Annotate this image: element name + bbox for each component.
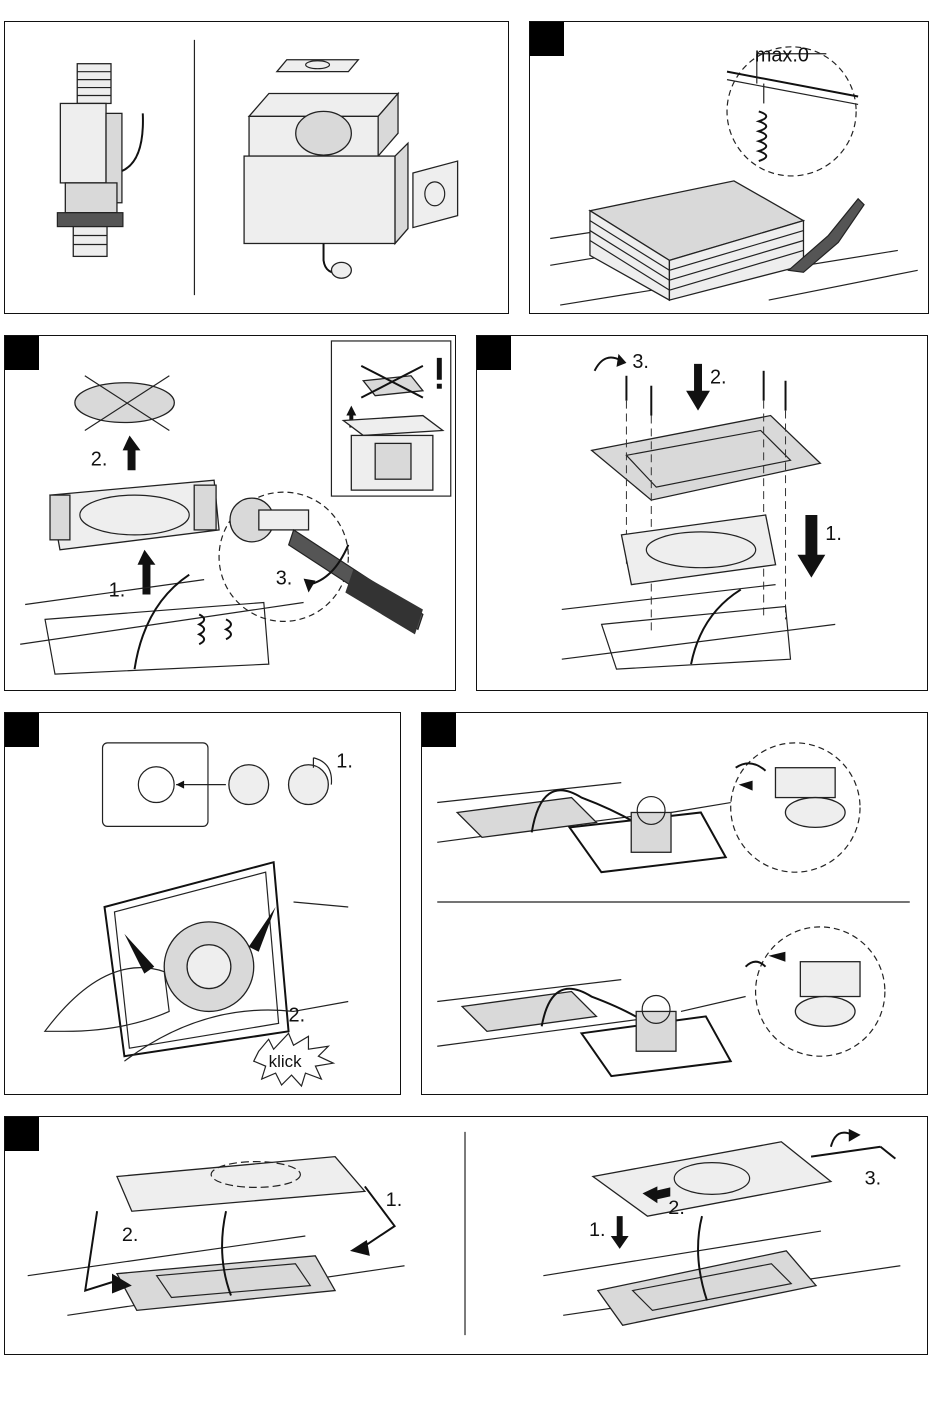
rotate-arrow-icon bbox=[849, 1129, 861, 1142]
rotate-arrow-icon bbox=[304, 579, 316, 593]
max-label: max.0 bbox=[755, 45, 809, 67]
step-2-label: 2. bbox=[710, 367, 727, 389]
step-2-label: 2. bbox=[668, 1197, 685, 1219]
left-install: 2. 1. bbox=[28, 1157, 405, 1316]
panel-mount-frame: 3. 2. 1. bbox=[476, 335, 928, 691]
warning-inset bbox=[331, 341, 450, 496]
step-2-label: 2. bbox=[122, 1224, 139, 1246]
overview-illustration bbox=[5, 22, 508, 313]
step-1-label: 1. bbox=[589, 1219, 606, 1241]
seal-trim-illustration: max.0 bbox=[530, 22, 928, 313]
step-3-label: 3. bbox=[632, 351, 649, 373]
cistern-drawing bbox=[244, 60, 458, 278]
step-1-label: 1. bbox=[386, 1189, 403, 1211]
arrow-icon bbox=[739, 781, 753, 791]
klick-label: klick bbox=[269, 1052, 302, 1071]
panel-plate-install: 2. 1. 1. 2. 3. bbox=[4, 1116, 928, 1355]
plastic-frame-drawing bbox=[621, 515, 775, 585]
step-3-label: 3. bbox=[276, 568, 293, 590]
remove-cover-illustration: 2. 1. 3. bbox=[5, 336, 455, 690]
cable-connect-illustration bbox=[422, 713, 927, 1094]
panel-overview bbox=[4, 21, 509, 314]
lower-diagram bbox=[437, 927, 885, 1076]
panel-actuator-click: 1. 2. klick bbox=[4, 712, 401, 1095]
down-arrow-icon bbox=[797, 515, 825, 578]
mount-frame-illustration: 3. 2. 1. bbox=[477, 336, 927, 690]
arrow-icon bbox=[769, 952, 786, 962]
plate-install-illustration: 2. 1. 1. 2. 3. bbox=[5, 1117, 927, 1354]
up-arrow-icon bbox=[123, 435, 141, 470]
frame-drawing bbox=[50, 480, 219, 550]
panel-cable-connect bbox=[421, 712, 928, 1095]
step-3-label: 3. bbox=[865, 1167, 882, 1189]
exclamation-icon bbox=[437, 358, 442, 380]
panel-seal-trim: max.0 bbox=[529, 21, 929, 314]
step-1-label: 1. bbox=[336, 751, 353, 773]
step-1-label: 1. bbox=[825, 523, 842, 545]
down-arrow-icon bbox=[611, 1216, 629, 1249]
panel-remove-cover: 2. 1. 3. bbox=[4, 335, 456, 691]
upper-diagram bbox=[437, 743, 860, 872]
flush-valve-drawing bbox=[57, 64, 143, 257]
step-2-label: 2. bbox=[91, 448, 108, 470]
right-install: 1. 2. 3. bbox=[543, 1129, 900, 1325]
step-2-label: 2. bbox=[289, 1004, 306, 1026]
rotate-arrow-icon bbox=[616, 354, 626, 367]
tile-stack bbox=[590, 181, 804, 300]
actuator-click-illustration: 1. 2. klick bbox=[5, 713, 400, 1094]
down-arrow-icon bbox=[686, 364, 710, 411]
